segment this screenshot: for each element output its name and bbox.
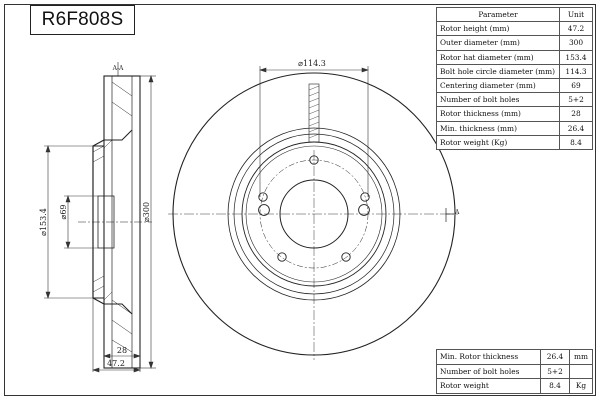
summary-label: Min. Rotor thickness	[436, 349, 541, 365]
spec-label: Rotor thickness (mm)	[436, 106, 560, 122]
spec-row: Rotor hat diameter (mm) 153.4	[436, 49, 593, 65]
spec-row: Centering diameter (mm) 69	[436, 77, 593, 94]
spec-row: Min. thickness (mm) 26.4	[436, 120, 593, 136]
thickness-label: 28	[117, 346, 127, 355]
front-section-strip	[308, 83, 320, 143]
section-marker-label: A	[454, 209, 460, 216]
spec-label: Centering diameter (mm)	[436, 77, 560, 94]
summary-table: Min. Rotor thickness 26.4 mm Number of b…	[436, 349, 593, 394]
spec-value: 69	[559, 77, 593, 94]
spec-row: Number of bolt holes 5+2	[436, 92, 593, 108]
spec-label: Bolt hole circle diameter (mm)	[436, 63, 560, 79]
spec-label: Number of bolt holes	[436, 92, 560, 108]
spec-value: 47.2	[559, 21, 593, 37]
header-unit: Unit	[559, 6, 593, 23]
summary-row: Min. Rotor thickness 26.4 mm	[436, 349, 593, 365]
spec-table: Parameter Unit Rotor height (mm) 47.2 Ou…	[436, 6, 593, 150]
spec-value: 153.4	[559, 49, 593, 65]
bolt-hole	[258, 192, 268, 202]
spec-row: Rotor weight (Kg) 8.4	[436, 134, 593, 150]
spec-label: Rotor height (mm)	[436, 21, 560, 37]
bolt-circle-label: ⌀114.3	[298, 59, 326, 68]
summary-row: Rotor weight 8.4 Kg	[436, 378, 593, 394]
summary-unit: mm	[569, 349, 593, 365]
bolt-hole	[309, 155, 319, 165]
part-number-box: R6F808S	[30, 5, 135, 35]
spec-value: 5+2	[559, 92, 593, 108]
spec-value: 8.4	[559, 134, 593, 150]
bolt-holes	[258, 155, 370, 262]
summary-value: 8.4	[540, 378, 570, 394]
section-marker	[445, 208, 454, 222]
bolt-circle-dimension	[259, 66, 369, 197]
spec-table-header: Parameter Unit	[436, 6, 593, 23]
locating-hole	[358, 204, 370, 216]
spec-label: Rotor hat diameter (mm)	[436, 49, 560, 65]
rotor-section-view	[78, 62, 152, 369]
drawing-frame	[4, 4, 596, 396]
bolt-hole	[277, 252, 287, 262]
spec-value: 28	[559, 106, 593, 122]
outer-diameter-label: ⌀300	[142, 202, 151, 222]
spec-value: 300	[559, 35, 593, 51]
spec-row: Outer diameter (mm) 300	[436, 35, 593, 51]
spec-value: 26.4	[559, 120, 593, 136]
summary-unit: Kg	[569, 378, 593, 394]
header-parameter: Parameter	[436, 6, 560, 23]
summary-value: 26.4	[540, 349, 570, 365]
summary-label: Rotor weight	[436, 378, 541, 394]
rotor-front-view	[168, 72, 458, 360]
spec-value: 114.3	[559, 63, 593, 79]
summary-unit	[569, 363, 593, 379]
locating-hole	[258, 204, 270, 216]
spec-label: Outer diameter (mm)	[436, 35, 560, 51]
spec-row: Rotor thickness (mm) 28	[436, 106, 593, 122]
bolt-hole	[360, 192, 370, 202]
spec-row: Bolt hole circle diameter (mm) 114.3	[436, 63, 593, 79]
side-view-dimensions	[44, 75, 156, 373]
center-diameter-label: ⌀69	[59, 205, 68, 220]
spec-row: Rotor height (mm) 47.2	[436, 21, 593, 37]
hat-diameter-label: ⌀153.4	[39, 208, 48, 236]
spec-label: Rotor weight (Kg)	[436, 134, 560, 150]
summary-value: 5+2	[540, 363, 570, 379]
summary-label: Number of bolt holes	[436, 363, 541, 379]
height-label: 47.2	[107, 359, 125, 368]
spec-label: Min. thickness (mm)	[436, 120, 560, 136]
section-label: A-A	[112, 65, 124, 72]
summary-row: Number of bolt holes 5+2	[436, 363, 593, 379]
part-number: R6F808S	[41, 9, 124, 30]
bolt-hole	[341, 252, 351, 262]
